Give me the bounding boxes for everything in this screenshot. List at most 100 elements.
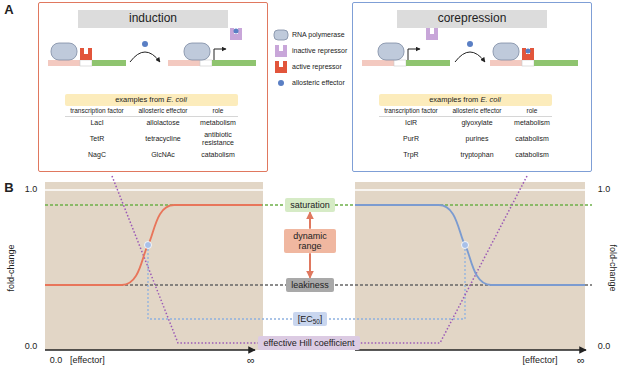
panel-title: induction bbox=[78, 10, 228, 28]
operator bbox=[394, 60, 406, 66]
dynamic-range-box: dynamic range bbox=[284, 229, 336, 254]
inactive-repressor bbox=[230, 28, 242, 40]
corepression-curve bbox=[355, 205, 585, 285]
legend-label: inactive repressor bbox=[292, 47, 347, 55]
operator bbox=[200, 60, 212, 66]
panel-letter: A bbox=[4, 3, 13, 17]
effector bbox=[526, 49, 531, 54]
table-cell: catabolism bbox=[515, 135, 548, 143]
promoter bbox=[48, 60, 80, 66]
tick-label: 0.0 bbox=[598, 342, 611, 352]
ec50-leader bbox=[148, 249, 300, 319]
panel-letter: B bbox=[4, 181, 13, 195]
box-label: examples from E. coli bbox=[115, 96, 187, 104]
effector bbox=[467, 41, 473, 47]
table-cell: tryptophan bbox=[460, 151, 493, 159]
table-cell: metabolism bbox=[514, 119, 550, 127]
rna-polymerase bbox=[493, 43, 519, 60]
tick-label: 1.0 bbox=[25, 185, 38, 195]
hill-leader bbox=[320, 176, 527, 343]
ec50-point bbox=[145, 242, 152, 249]
legend-icon bbox=[275, 45, 287, 57]
leakiness-box: leakiness bbox=[286, 278, 334, 292]
grid-line bbox=[355, 189, 585, 191]
table-cell: catabolism bbox=[201, 151, 234, 159]
table-rule bbox=[65, 116, 238, 117]
active-repressor bbox=[522, 48, 534, 60]
table-cell: LacI bbox=[90, 119, 103, 127]
range-arrow bbox=[309, 212, 311, 228]
plot-area bbox=[45, 182, 263, 350]
table-cell: purines bbox=[466, 135, 489, 143]
promoter bbox=[490, 60, 522, 66]
axis-title: fold-change bbox=[608, 244, 618, 291]
table-head: role bbox=[213, 107, 224, 114]
rna-polymerase bbox=[378, 43, 404, 60]
table-cell: TetR bbox=[90, 135, 104, 143]
table-head: allosteric effector bbox=[138, 107, 187, 114]
box-label: [EC50] bbox=[298, 314, 323, 324]
legend-label: allosteric effector bbox=[292, 79, 345, 87]
gene bbox=[534, 60, 578, 66]
box-label: examples from E. coli bbox=[429, 96, 501, 104]
table-header: examples from E. coli bbox=[379, 94, 552, 106]
gene bbox=[406, 60, 450, 66]
table-cell: TrpR bbox=[403, 151, 418, 159]
rna-polymerase bbox=[184, 43, 210, 60]
reaction-arrow bbox=[130, 52, 160, 62]
box-label: effective Hill coefficient bbox=[263, 338, 354, 348]
inactive-repressor bbox=[426, 28, 438, 40]
legend-icon bbox=[278, 80, 284, 86]
table-cell: glyoxylate bbox=[461, 119, 492, 127]
table-head: transcription factor bbox=[384, 107, 437, 114]
plot-area bbox=[355, 182, 585, 350]
operator bbox=[522, 60, 534, 66]
active-repressor bbox=[80, 48, 92, 60]
operator bbox=[80, 60, 92, 66]
tick-label: ∞ bbox=[247, 354, 255, 366]
table-rule bbox=[379, 116, 552, 117]
table-head: role bbox=[527, 107, 538, 114]
promoter bbox=[362, 60, 394, 66]
induction-curve bbox=[45, 205, 262, 285]
table-cell: metabolism bbox=[200, 119, 236, 127]
axis-title: fold-change bbox=[7, 244, 17, 291]
table-cell: PurR bbox=[403, 135, 419, 143]
rna-polymerase bbox=[51, 43, 77, 60]
corepression-panel: corepression examples from E. coli bbox=[352, 2, 592, 172]
tick-label: ∞ bbox=[577, 354, 585, 366]
table-cell: allolactose bbox=[146, 119, 179, 127]
tick-label: 1.0 bbox=[598, 185, 611, 195]
axis-title: [effector] bbox=[523, 356, 558, 366]
table-header: examples from E. coli bbox=[65, 94, 238, 106]
table-head: allosteric effector bbox=[452, 107, 501, 114]
saturation-box: saturation bbox=[285, 198, 335, 212]
box-label: saturation bbox=[290, 200, 330, 210]
axis-title: [effector] bbox=[70, 356, 105, 366]
transcription-arrow bbox=[408, 49, 420, 60]
box-label: leakiness bbox=[291, 280, 329, 290]
legend-icon bbox=[274, 30, 288, 40]
legend-label: RNA polymerase bbox=[292, 31, 345, 39]
table-cell: catabolism bbox=[515, 151, 548, 159]
hill-leader bbox=[112, 176, 300, 343]
ec50-box: [EC50] bbox=[293, 312, 328, 326]
ec50-point bbox=[462, 242, 469, 249]
x-axis bbox=[45, 349, 255, 351]
tick-label: 0.0 bbox=[25, 342, 38, 352]
table-cell: GlcNAc bbox=[151, 151, 175, 159]
ec50-leader bbox=[320, 249, 465, 319]
reaction-arrow bbox=[455, 52, 485, 62]
tick-label: 0.0 bbox=[50, 356, 63, 366]
gene bbox=[92, 60, 126, 66]
panel-title: corepression bbox=[397, 10, 547, 28]
table-cell: NagC bbox=[88, 151, 106, 159]
legend-label: active repressor bbox=[292, 63, 342, 71]
hill-coefficient-box: effective Hill coefficient bbox=[258, 336, 359, 350]
x-axis bbox=[355, 349, 586, 351]
promoter bbox=[168, 60, 200, 66]
effector bbox=[142, 41, 148, 47]
transcription-arrow bbox=[214, 49, 226, 60]
induction-panel: induction examples from E. coli bbox=[38, 2, 268, 172]
box-label: dynamic range bbox=[293, 231, 327, 251]
